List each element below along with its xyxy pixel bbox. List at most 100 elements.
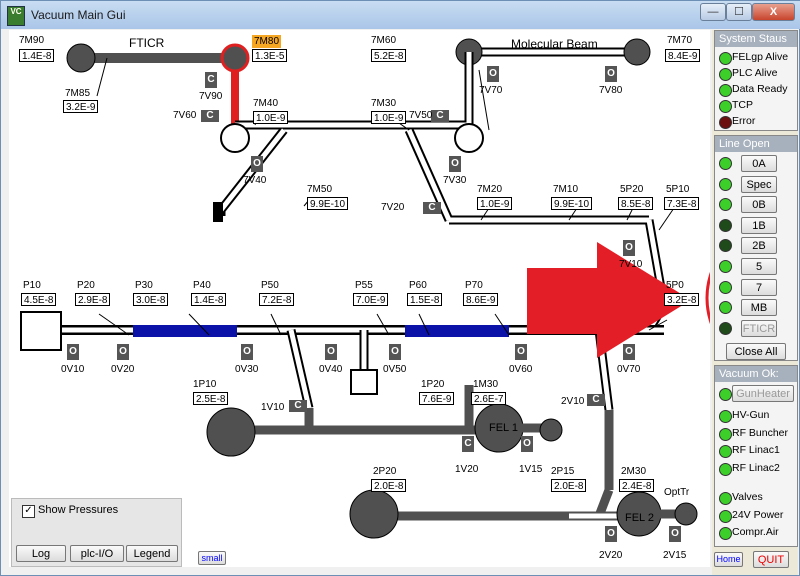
plc-io-button[interactable]: plc-I/O [70, 545, 124, 562]
valve-1v15[interactable]: O [521, 436, 533, 452]
gauge-name: P30 [135, 280, 153, 291]
status-label: Data Ready [732, 83, 788, 95]
gauge-7m40-value: 1.0E-9 [253, 111, 289, 124]
valve-label: 0V20 [111, 364, 135, 375]
valve-7v10[interactable]: O [623, 240, 635, 256]
maximize-button[interactable]: ☐ [726, 3, 752, 21]
valve-label: 7V50 [409, 110, 433, 121]
valve-label: 7V70 [479, 85, 503, 96]
gauge-name: 5P10 [666, 184, 690, 195]
valve-7v90[interactable]: C [205, 72, 217, 88]
valve-label: 7V10 [619, 259, 643, 270]
fticr-chamber [66, 43, 96, 73]
show-pressures-checkbox[interactable]: ✓ [22, 505, 35, 518]
line-open-button[interactable]: 5 [741, 258, 777, 275]
title-bar: VC Vacuum Main Gui — ☐ X [1, 1, 800, 29]
log-button[interactable]: Log [16, 545, 66, 562]
status-led [719, 116, 732, 129]
close-button[interactable]: X [752, 3, 795, 21]
valve-7v70[interactable]: O [487, 66, 499, 82]
show-pressures-label: Show Pressures [38, 504, 119, 516]
red-circle-annotation [705, 271, 710, 325]
close-all-button[interactable]: Close All [726, 343, 786, 360]
gauge-1m30-value: 2.6E-7 [471, 392, 507, 405]
gauge-7m50-value: 9.9E-10 [307, 197, 349, 210]
home-button[interactable]: Home [714, 552, 743, 567]
gauge-name: 7M10 [553, 184, 579, 195]
line-open-button[interactable]: 0B [741, 196, 777, 214]
status-led [719, 84, 732, 97]
valve-1v10[interactable]: C [289, 400, 307, 412]
valve-2v10[interactable]: C [587, 394, 605, 406]
valve-label: 0V60 [509, 364, 533, 375]
valve-7v20[interactable]: C [423, 202, 441, 214]
gauge-name: 5P20 [620, 184, 644, 195]
status-label: HV-Gun [732, 409, 770, 421]
gauge-1p20-value: 7.6E-9 [419, 392, 455, 405]
line-open-button[interactable]: 0A [741, 155, 777, 172]
valve-0v20[interactable]: O [117, 344, 129, 360]
status-led [719, 492, 732, 505]
gauge-7m30-value: 1.0E-9 [371, 111, 407, 124]
legend-button[interactable]: Legend [126, 545, 178, 562]
molecular-beam-label: Molecular Beam [511, 37, 598, 51]
line-open-button[interactable]: FTICR [741, 319, 777, 337]
valve-2v20[interactable]: O [605, 526, 617, 542]
chamber-7m40 [220, 123, 250, 153]
gauge-7m60-value: 5.2E-8 [371, 49, 407, 62]
valve-0v50[interactable]: O [389, 344, 401, 360]
status-led [719, 527, 732, 540]
gauge-p60-value: 1.5E-8 [407, 293, 443, 306]
line-open-button[interactable]: MB [741, 299, 777, 317]
valve-label: 0V50 [383, 364, 407, 375]
chamber-p55 [350, 369, 378, 395]
system-status-title: System Staus [715, 31, 797, 47]
gauge-p70-value: 8.6E-9 [463, 293, 499, 306]
valve-7v30[interactable]: O [449, 156, 461, 172]
status-label: Error [732, 115, 756, 127]
valve-0v10[interactable]: O [67, 344, 79, 360]
chamber-7m30 [454, 123, 484, 153]
minimize-button[interactable]: — [700, 3, 726, 21]
gauge-7m85-value: 3.2E-9 [63, 100, 99, 113]
status-led [719, 462, 732, 476]
gauge-name: 2P15 [551, 466, 575, 477]
status-led [719, 260, 732, 273]
status-label: TCP [732, 99, 753, 111]
status-label: RF Linac1 [732, 444, 780, 456]
valve-0v60[interactable]: O [515, 344, 527, 360]
line-open-title: Line Open [715, 136, 797, 152]
status-led [719, 177, 732, 191]
gun-heater-button[interactable]: GunHeater [732, 385, 794, 402]
valve-0v40[interactable]: O [325, 344, 337, 360]
status-led [719, 280, 732, 294]
gauge-p10-value: 4.5E-8 [21, 293, 57, 306]
valve-7v80[interactable]: O [605, 66, 617, 82]
valve-0v70[interactable]: O [623, 344, 635, 360]
small-button[interactable]: small [198, 551, 226, 565]
status-led [719, 445, 732, 458]
opttr-chamber [674, 502, 698, 526]
valve-7v50[interactable]: C [431, 110, 449, 122]
line-open-button[interactable]: Spec [741, 175, 777, 193]
valve-2v15[interactable]: O [669, 526, 681, 542]
valve-7v60[interactable]: C [201, 110, 219, 122]
valve-7v40[interactable]: O [251, 156, 263, 172]
line-open-button[interactable]: 2B [741, 237, 777, 255]
valve-label: 7V40 [243, 175, 267, 186]
fel1-end-chamber [539, 418, 563, 442]
gauge-name: P20 [77, 280, 95, 291]
valve-0v30[interactable]: O [241, 344, 253, 360]
line-open-button[interactable]: 7 [741, 278, 777, 296]
gauge-2m30-value: 2.4E-8 [619, 479, 655, 492]
gauge-name: 7M80 [252, 35, 282, 48]
gauge-name: 7M40 [253, 98, 279, 109]
quit-button[interactable]: QUIT [753, 551, 789, 568]
gauge-p20-value: 2.9E-8 [75, 293, 111, 306]
app-icon: VC [7, 6, 25, 26]
status-led [719, 301, 732, 315]
line-open-button[interactable]: 1B [741, 216, 777, 234]
valve-1v20[interactable]: C [462, 436, 474, 452]
